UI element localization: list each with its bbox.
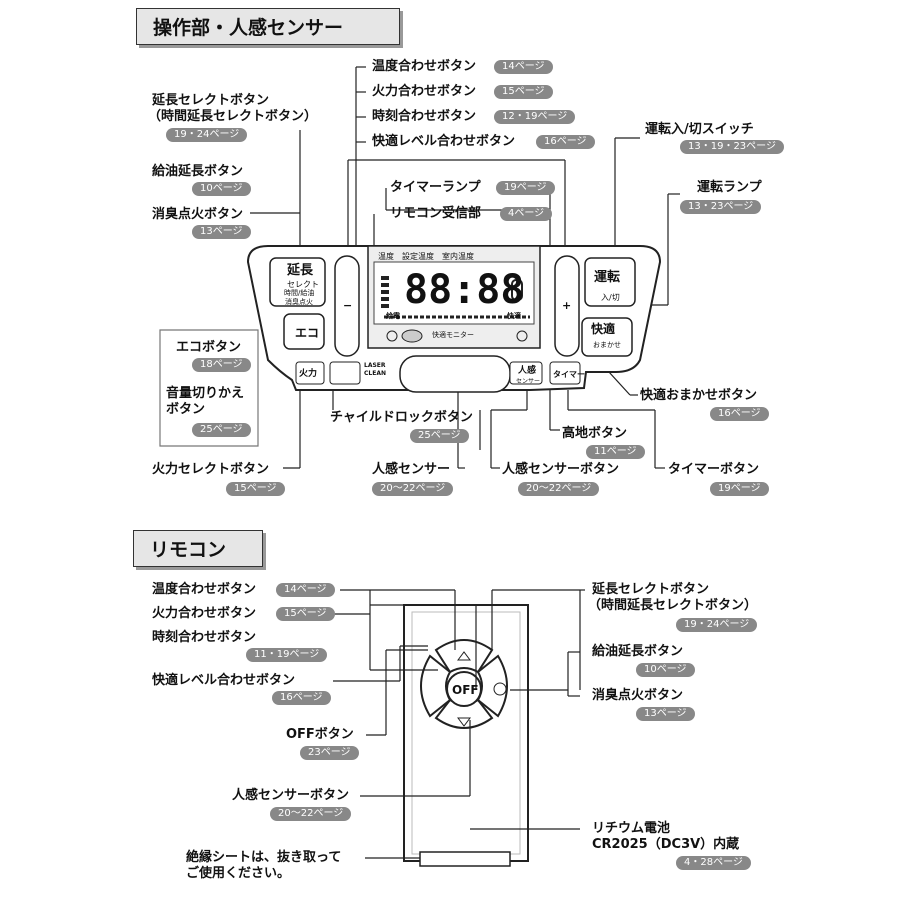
remote-page-clock: 11・19ページ <box>246 648 328 662</box>
remote-page-fire: 15ページ <box>276 607 335 621</box>
label-ext-select-sub: （時間延長セレクトボタン） <box>148 109 318 124</box>
device-ext-sub3: 消臭点火 <box>285 298 313 306</box>
remote-label-sheet-2: ご使用ください。 <box>186 866 291 881</box>
display-monitor: 快適モニター <box>432 331 474 339</box>
label-fire-button: 火力合わせボタン <box>372 84 477 99</box>
remote-page-temp: 14ページ <box>276 583 335 597</box>
label-eco-button: エコボタン <box>176 340 242 355</box>
label-temp-button: 温度合わせボタン <box>372 59 477 74</box>
page-receiver: 4ページ <box>500 207 553 221</box>
label-comfort-auto: 快適おまかせボタン <box>640 388 758 403</box>
label-run-switch: 運転入/切スイッチ <box>645 122 754 137</box>
device-plus-label: + <box>562 299 572 312</box>
remote-label-comfort-level: 快適レベル合わせボタン <box>152 673 296 688</box>
page-deodor: 13ページ <box>192 225 251 239</box>
display-header: 温度 設定温度 室内温度 <box>378 252 474 261</box>
display-low-left: 給電 <box>386 312 400 320</box>
page-comfort-level: 16ページ <box>536 135 595 149</box>
page-highland: 11ページ <box>586 445 645 459</box>
page-run-switch: 13・19・23ページ <box>680 140 784 154</box>
device-timer-button[interactable]: タイマー <box>553 370 585 379</box>
page-ext: 19・24ページ <box>166 128 248 142</box>
device-eco-button[interactable]: エコ <box>295 326 320 340</box>
remote-page-battery: 4・28ページ <box>676 856 751 870</box>
device-fire-button[interactable]: 火力 <box>299 369 318 379</box>
device-motion-main[interactable]: 人感 <box>518 366 537 376</box>
label-comfort-level-button: 快適レベル合わせボタン <box>372 134 516 149</box>
page-motion-sensor: 20～22ページ <box>372 482 454 496</box>
label-deodor: 消臭点火ボタン <box>152 207 244 222</box>
label-timer-button: タイマーボタン <box>668 462 760 477</box>
page-temp: 14ページ <box>494 60 553 74</box>
remote-label-battery-1: リチウム電池 <box>592 821 671 836</box>
remote-label-battery-2: CR2025（DC3V）内蔵 <box>592 837 740 852</box>
label-ext-select: 延長セレクトボタン <box>152 93 270 108</box>
remote-label-off: OFFボタン <box>286 727 354 742</box>
remote-label-ext: 延長セレクトボタン <box>592 582 710 597</box>
remote-label-sheet-1: 絶縁シートは、抜き取って <box>186 850 342 865</box>
section-title-remote: リモコン <box>133 530 263 567</box>
label-fire-select: 火力セレクトボタン <box>152 462 270 477</box>
label-run-lamp: 運転ランプ <box>697 180 762 195</box>
label-clock-button: 時刻合わせボタン <box>372 109 477 124</box>
page-motion-button: 20～22ページ <box>518 482 600 496</box>
remote-label-motion: 人感センサーボタン <box>232 788 350 803</box>
label-volume-2: ボタン <box>166 402 206 417</box>
page-child-lock: 25ページ <box>410 429 469 443</box>
page-clock: 12・19ページ <box>494 110 576 124</box>
remote-page-motion: 20～22ページ <box>270 807 352 821</box>
label-highland: 高地ボタン <box>562 426 628 441</box>
device-ext-sub: セレクト <box>287 280 319 289</box>
display-low-right: 快適 <box>507 312 521 320</box>
page-oil: 10ページ <box>192 182 251 196</box>
remote-control-device <box>403 604 529 867</box>
remote-label-clock: 時刻合わせボタン <box>152 630 257 645</box>
label-motion-sensor: 人感センサー <box>372 462 451 477</box>
remote-label-deodor: 消臭点火ボタン <box>592 688 684 703</box>
label-motion-button: 人感センサーボタン <box>502 462 620 477</box>
display-digits: 88:88 <box>404 267 525 313</box>
remote-label-ext-sub: （時間延長セレクトボタン） <box>588 598 758 613</box>
page-comfort-auto: 16ページ <box>710 407 769 421</box>
remote-page-deodor: 13ページ <box>636 707 695 721</box>
device-motion-sub: センサー <box>516 378 541 385</box>
label-receiver: リモコン受信部 <box>390 206 482 221</box>
page-timer-lamp: 19ページ <box>496 181 555 195</box>
remote-label-oil: 給油延長ボタン <box>592 644 684 659</box>
device-run-sub: 入/切 <box>601 293 620 302</box>
label-oil-ext: 給油延長ボタン <box>152 164 244 179</box>
remote-label-temp: 温度合わせボタン <box>152 582 257 597</box>
page-volume: 25ページ <box>192 423 251 437</box>
page-run-lamp: 13・23ページ <box>680 200 762 214</box>
remote-page-ext: 19・24ページ <box>676 618 758 632</box>
device-ext-main[interactable]: 延長 <box>287 263 314 278</box>
device-run-main[interactable]: 運転 <box>594 270 621 285</box>
page-eco: 18ページ <box>192 358 251 372</box>
label-timer-lamp: タイマーランプ <box>390 180 481 195</box>
label-child-lock: チャイルドロックボタン <box>330 410 473 425</box>
device-minus-label: − <box>343 299 353 312</box>
device-ext-sub2: 時間/給油 <box>284 289 315 297</box>
device-brand: LASER CLEAN <box>364 362 386 377</box>
page-fire-select: 15ページ <box>226 482 285 496</box>
label-volume-1: 音量切りかえ <box>166 386 245 401</box>
remote-page-oil: 10ページ <box>636 663 695 677</box>
page-fire: 15ページ <box>494 85 553 99</box>
device-comfort-sub: おまかせ <box>593 341 621 349</box>
section-title-panel: 操作部・人感センサー <box>136 8 400 45</box>
remote-page-comfort-level: 16ページ <box>272 691 331 705</box>
device-comfort-main[interactable]: 快適 <box>591 322 616 336</box>
page-timer-button: 19ページ <box>710 482 769 496</box>
control-panel-device <box>246 245 662 393</box>
remote-label-fire: 火力合わせボタン <box>152 606 257 621</box>
remote-off-button[interactable]: OFF <box>452 683 479 697</box>
remote-page-off: 23ページ <box>300 746 359 760</box>
